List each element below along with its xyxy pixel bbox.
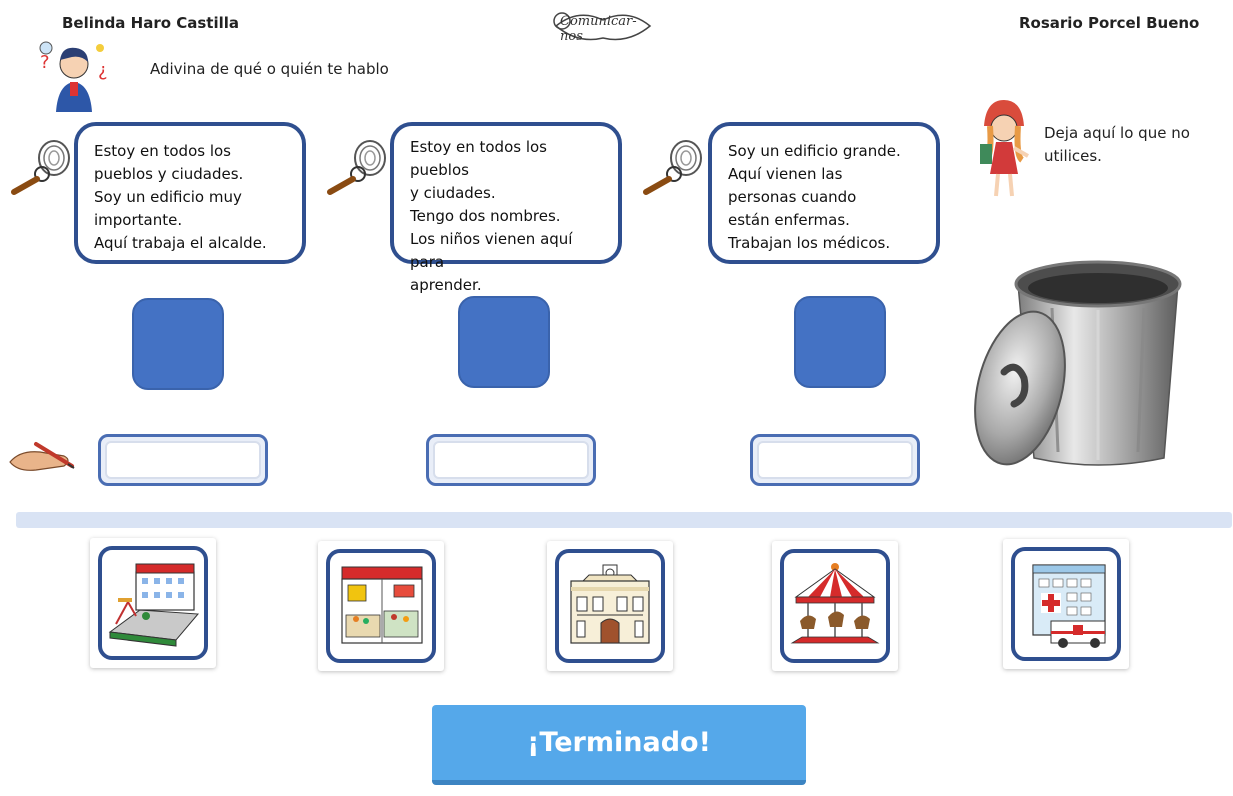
riddle-bubble-3: Soy un edificio grande. Aquí vienen las … xyxy=(708,122,940,264)
trash-can-icon[interactable] xyxy=(968,248,1198,483)
card-market[interactable] xyxy=(318,541,444,671)
riddle-bubble-1: Estoy en todos los pueblos y ciudades. S… xyxy=(74,122,306,264)
answer-box-2 xyxy=(426,434,596,486)
lips-logo-icon xyxy=(553,12,652,41)
image-drop-target-2[interactable] xyxy=(458,296,550,388)
magnifier-icon xyxy=(642,138,706,201)
answer-input-3[interactable] xyxy=(757,441,913,479)
image-drop-target-3[interactable] xyxy=(794,296,886,388)
divider xyxy=(16,512,1232,528)
answer-box-3 xyxy=(750,434,920,486)
bin-instruction: Deja aquí lo que no utilices. xyxy=(1044,124,1190,165)
thinking-boy-icon: ? ¿ xyxy=(34,38,114,114)
magnifier-icon xyxy=(326,138,390,201)
card-carousel[interactable] xyxy=(772,541,898,671)
card-hospital[interactable] xyxy=(1003,539,1129,669)
finish-button[interactable]: ¡Terminado! xyxy=(432,705,806,785)
answer-box-1 xyxy=(98,434,268,486)
town-hall-icon xyxy=(570,564,650,644)
image-drop-target-1[interactable] xyxy=(132,298,224,390)
magnifier-icon xyxy=(10,138,74,201)
school-icon xyxy=(108,563,200,647)
author-right: Rosario Porcel Bueno xyxy=(1019,14,1200,32)
writing-hand-icon xyxy=(6,436,76,481)
riddle-bubble-2: Estoy en todos los pueblos y ciudades. T… xyxy=(390,122,622,294)
girl-icon xyxy=(976,96,1032,207)
page-instruction: Adivina de qué o quién te hablo xyxy=(150,60,389,78)
carousel-icon xyxy=(790,563,880,644)
svg-text:?: ? xyxy=(40,52,50,73)
market-icon xyxy=(341,566,423,644)
logo-text: Comunicar-nos xyxy=(560,14,637,44)
card-town-hall[interactable] xyxy=(547,541,673,671)
author-left: Belinda Haro Castilla xyxy=(62,14,240,32)
hospital-icon xyxy=(1032,564,1106,648)
answer-input-2[interactable] xyxy=(433,441,589,479)
card-school[interactable] xyxy=(90,538,216,668)
answer-input-1[interactable] xyxy=(105,441,261,479)
logo: Comunicar-nos xyxy=(548,4,658,44)
svg-text:¿: ¿ xyxy=(98,60,108,81)
